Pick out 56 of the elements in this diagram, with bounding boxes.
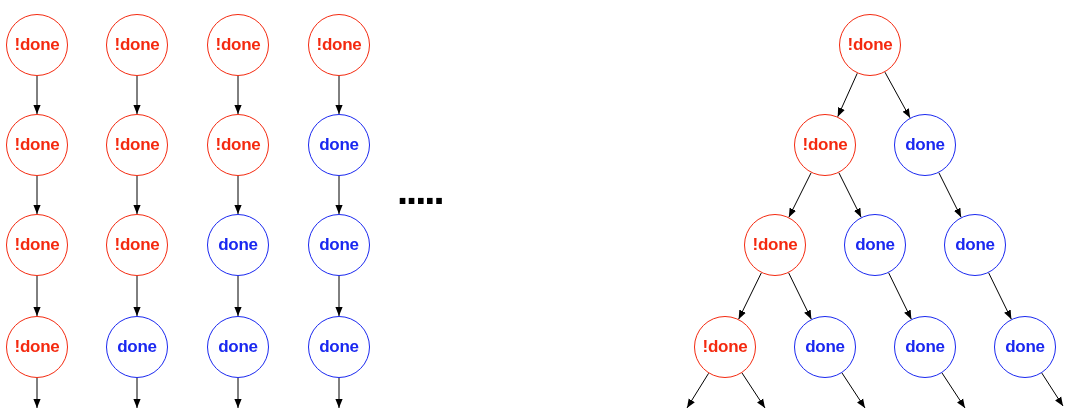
arrow (788, 172, 812, 218)
arrow (335, 75, 343, 115)
state-circle: done (994, 316, 1056, 378)
state-circle: done (894, 114, 956, 176)
arrow (938, 172, 962, 218)
state-circle: !done (6, 316, 68, 378)
arrow (335, 275, 343, 317)
state-circle: !done (6, 14, 68, 76)
state-circle: done (308, 114, 370, 176)
arrow (837, 72, 858, 118)
state-circle: !done (207, 114, 269, 176)
state-circle: !done (839, 14, 901, 76)
arrow (838, 172, 862, 218)
arrow (133, 75, 141, 115)
state-circle: !done (106, 114, 168, 176)
arrow (133, 175, 141, 215)
arrow (335, 175, 343, 215)
state-circle: !done (794, 114, 856, 176)
arrow (234, 175, 242, 215)
state-circle: !done (207, 14, 269, 76)
state-circle: done (308, 316, 370, 378)
arrow (133, 377, 141, 409)
arrow (33, 75, 41, 115)
arrow (888, 272, 912, 320)
arrow (33, 175, 41, 215)
arrow (234, 377, 242, 409)
state-circle: !done (6, 214, 68, 276)
state-circle: done (794, 316, 856, 378)
arrow (686, 372, 710, 409)
arrow (841, 372, 866, 409)
arrow (133, 275, 141, 317)
arrow (738, 272, 762, 320)
arrow (884, 71, 911, 119)
state-circle: done (308, 214, 370, 276)
state-circle: done (844, 214, 906, 276)
arrow (988, 272, 1012, 320)
arrow (941, 372, 966, 409)
arrow (33, 275, 41, 317)
state-circle: done (207, 214, 269, 276)
arrow (234, 275, 242, 317)
state-circle: !done (106, 214, 168, 276)
arrow (1041, 372, 1064, 407)
state-circle: done (894, 316, 956, 378)
state-circle: !done (744, 214, 806, 276)
state-circle: !done (106, 14, 168, 76)
state-circle: done (106, 316, 168, 378)
arrow (335, 377, 343, 409)
state-circle: done (944, 214, 1006, 276)
arrow (33, 377, 41, 409)
state-circle: !done (6, 114, 68, 176)
arrow (788, 272, 812, 320)
state-circle: done (207, 316, 269, 378)
state-circle: !done (308, 14, 370, 76)
state-circle: !done (694, 316, 756, 378)
arrow (234, 75, 242, 115)
arrow (741, 372, 766, 409)
